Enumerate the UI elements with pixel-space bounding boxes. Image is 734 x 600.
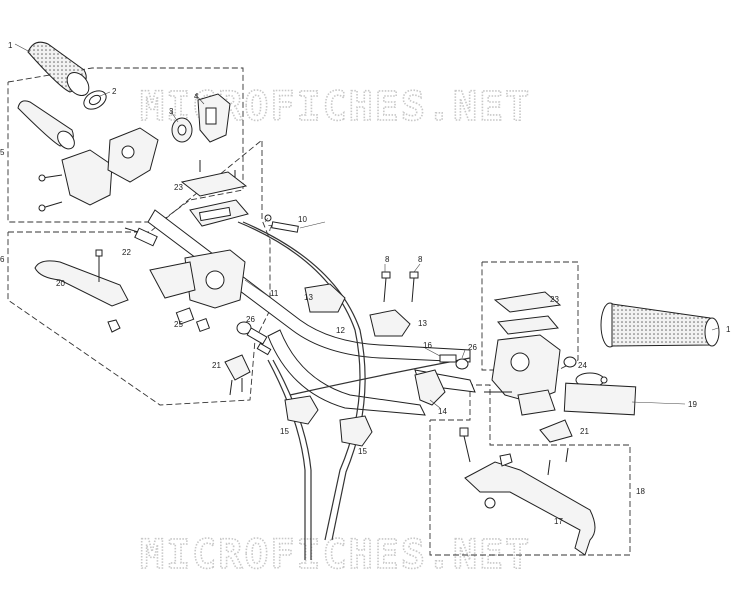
callout-16: 16 <box>423 341 432 350</box>
bolts-8 <box>381 271 419 303</box>
callout-18: 18 <box>636 487 645 496</box>
callout-26-a: 26 <box>246 315 255 324</box>
group-6-boundary <box>7 139 271 406</box>
leader-lines <box>14 43 719 409</box>
callout-20: 20 <box>56 279 65 288</box>
callout-7: 7 <box>268 224 273 233</box>
clamp-21-right <box>539 419 573 443</box>
group-24-boundary <box>481 261 579 371</box>
callout-15-a: 15 <box>280 427 289 436</box>
lever-17 <box>464 453 596 556</box>
left-grip <box>27 41 90 97</box>
clamp-13-a <box>304 283 346 313</box>
part-22 <box>124 227 158 247</box>
fittings-25 <box>175 307 252 335</box>
clamp-21-left <box>224 354 251 396</box>
callout-2: 2 <box>112 87 117 96</box>
callout-5: 5 <box>0 148 5 157</box>
clamp-15-a <box>284 395 319 425</box>
right-grip <box>600 302 720 348</box>
clamp-15-b <box>339 415 373 447</box>
callout-6: 6 <box>0 255 5 264</box>
clamp-13-b <box>369 309 411 337</box>
group-18-boundary <box>429 384 631 556</box>
pulley-3 <box>171 117 193 143</box>
callout-23-a: 23 <box>174 183 183 192</box>
throttle-housing <box>61 127 159 206</box>
connector-26-left <box>246 327 272 356</box>
callout-24: 24 <box>578 361 587 370</box>
bar-end-19 <box>563 382 637 416</box>
callout-labels: 1 2 3 4 5 6 7 8 8 10 11 12 13 13 14 15 1… <box>0 41 731 526</box>
callout-14: 14 <box>438 407 447 416</box>
clamp-14 <box>414 369 446 406</box>
callout-1-left: 1 <box>8 41 13 50</box>
bolt-left <box>95 249 121 333</box>
callout-25: 25 <box>174 320 183 329</box>
lever-20 <box>34 260 129 307</box>
right-master-cylinder <box>491 291 562 416</box>
callout-17: 17 <box>554 517 563 526</box>
washer-26-right <box>455 358 469 370</box>
callout-21-a: 21 <box>212 361 221 370</box>
callout-3: 3 <box>169 107 174 116</box>
banjo-right <box>484 356 577 393</box>
throttle-tube <box>17 100 75 150</box>
screws-throttle <box>38 160 236 212</box>
group-5-boundary <box>7 67 244 223</box>
callout-1-right: 1 <box>726 325 731 334</box>
callout-12: 12 <box>336 326 345 335</box>
callout-8-a: 8 <box>385 255 390 264</box>
callout-26-b: 26 <box>468 343 477 352</box>
callout-23-b: 23 <box>550 295 559 304</box>
callout-8-b: 8 <box>418 255 423 264</box>
bolts-right-lever <box>459 427 569 476</box>
fitting-16 <box>439 354 457 363</box>
callout-19: 19 <box>688 400 697 409</box>
callout-13-b: 13 <box>418 319 427 328</box>
switch-4 <box>197 93 231 143</box>
callout-21-b: 21 <box>580 427 589 436</box>
callout-15-b: 15 <box>358 447 367 456</box>
part-24 <box>575 372 608 388</box>
callout-13-a: 13 <box>304 293 313 302</box>
left-master-cylinder <box>149 249 246 309</box>
callout-4: 4 <box>194 92 199 101</box>
callout-10: 10 <box>298 215 307 224</box>
callout-22: 22 <box>122 248 131 257</box>
callout-11: 11 <box>270 289 279 298</box>
reservoir-cover-left <box>180 171 249 227</box>
